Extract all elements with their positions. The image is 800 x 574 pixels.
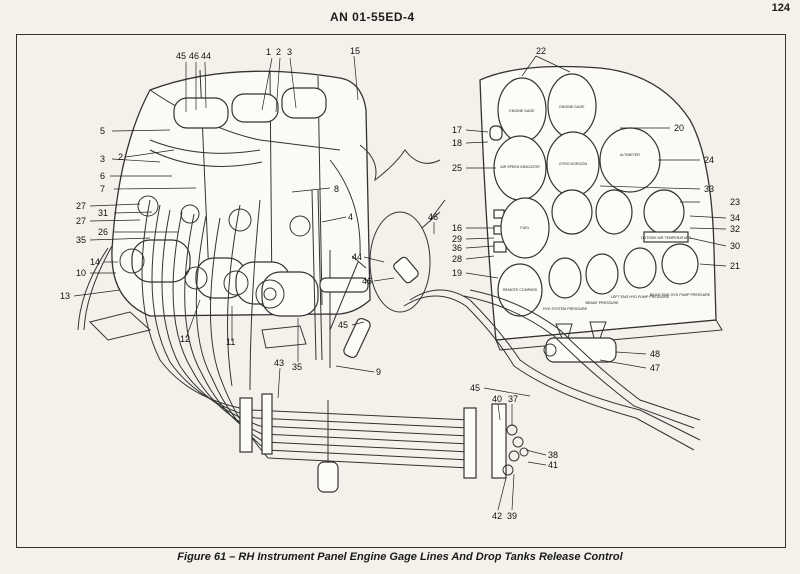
document-id: AN 01-55ED-4	[330, 10, 415, 24]
svg-text:GYRO HORIZON: GYRO HORIZON	[559, 162, 588, 166]
callout-45b: 45	[338, 320, 348, 330]
callout-41: 41	[548, 460, 558, 470]
gauge-remote-compass: REMOTE COMPASS	[497, 263, 543, 317]
callout-14: 14	[90, 257, 100, 267]
callout-11: 11	[226, 337, 235, 347]
callout-26: 26	[98, 227, 108, 237]
callout-22: 22	[536, 46, 546, 56]
svg-text:ALTIMETER: ALTIMETER	[620, 153, 640, 157]
callout-23: 23	[730, 197, 740, 207]
callout-19: 19	[452, 268, 462, 278]
callout-30: 30	[730, 241, 740, 251]
callout-18: 18	[452, 138, 462, 148]
callout-25: 25	[452, 163, 462, 173]
callout-3: 3	[287, 47, 292, 57]
callout-35b: 35	[292, 362, 302, 372]
callout-48: 48	[650, 349, 660, 359]
callout-7: 7	[100, 184, 105, 194]
callout-1: 1	[266, 47, 271, 57]
gauge-air-speed-indicator: AIR SPEED INDICATOR	[493, 135, 547, 201]
gauge-small-2	[595, 189, 633, 235]
svg-text:RIGHT ENG HYD PUMP PRESSURE: RIGHT ENG HYD PUMP PRESSURE	[650, 293, 711, 297]
callout-21: 21	[730, 261, 740, 271]
gauge-left-eng-hyd-pump-pressure: LEFT ENG HYD PUMP PRESSURE	[611, 247, 670, 299]
callout-27: 27	[76, 201, 86, 211]
svg-text:HYD SYSTEM PRESSURE: HYD SYSTEM PRESSURE	[543, 307, 588, 311]
outside-air-temp-placard-text: OUTSIDE AIR TEMPERATURE	[641, 236, 692, 240]
callout-labels: 45 46 44 1 2 3 15 5 2 3 6 7 8 27 31 27 2…	[60, 46, 740, 521]
callout-2: 2	[276, 47, 281, 57]
callout-27b: 27	[76, 216, 86, 226]
gauge-small-3	[643, 189, 685, 235]
page-number: 124	[771, 2, 790, 14]
svg-text:ENGINE GAGE: ENGINE GAGE	[509, 109, 535, 113]
gauge-altimeter: ALTIMETER	[599, 127, 661, 193]
callout-9: 9	[376, 367, 381, 377]
gauge-gyro-horizon: GYRO HORIZON	[546, 131, 600, 197]
callout-28: 28	[452, 254, 462, 264]
callout-4: 4	[348, 212, 353, 222]
gauge-brake-pressure: BRAKE PRESSURE	[585, 253, 620, 305]
callout-46c: 46	[362, 276, 372, 286]
callout-36: 36	[452, 243, 462, 253]
callout-3b: 3	[100, 154, 105, 164]
callout-34: 34	[730, 213, 740, 223]
gauge-right-eng-hyd-pump-pressure: RIGHT ENG HYD PUMP PRESSURE	[650, 243, 711, 297]
callout-33: 33	[704, 184, 714, 194]
gauge-hyd-system-pressure: HYD SYSTEM PRESSURE	[543, 257, 588, 311]
instrument-gauges: ENGINE GAGE ENGINE GAGE AIR SPEED INDICA…	[493, 73, 711, 317]
gauge-fuel: FUEL	[500, 197, 550, 259]
callout-13: 13	[60, 291, 70, 301]
callout-15: 15	[350, 46, 360, 56]
callout-46b: 46	[428, 212, 438, 222]
svg-text:ENGINE GAGE: ENGINE GAGE	[559, 105, 585, 109]
callout-37: 37	[508, 394, 518, 404]
callout-29: 29	[452, 234, 462, 244]
callout-2b: 2	[118, 152, 123, 162]
gauge-engine-gage-left: ENGINE GAGE	[497, 77, 547, 143]
svg-text:LEFT ENG HYD PUMP PRESSURE: LEFT ENG HYD PUMP PRESSURE	[611, 295, 670, 299]
engine-gage-lines-assembly	[77, 69, 529, 493]
callout-35: 35	[76, 235, 86, 245]
callout-16: 16	[452, 223, 462, 233]
callout-43: 43	[274, 358, 284, 368]
callout-20: 20	[674, 123, 684, 133]
gauge-engine-gage-right: ENGINE GAGE	[547, 73, 597, 139]
callout-10: 10	[76, 268, 86, 278]
callout-8: 8	[334, 184, 339, 194]
callout-31: 31	[98, 208, 108, 218]
callout-38: 38	[548, 450, 558, 460]
drop-tank-release-control	[403, 289, 701, 451]
callout-6: 6	[100, 171, 105, 181]
figure-frame	[16, 34, 786, 548]
callout-32: 32	[730, 224, 740, 234]
outside-air-temp-placard	[643, 231, 689, 243]
callout-46: 46	[189, 51, 199, 61]
svg-text:FUEL: FUEL	[520, 226, 529, 230]
callout-24: 24	[704, 155, 714, 165]
callout-44b: 44	[352, 252, 362, 262]
callout-47: 47	[650, 363, 660, 373]
figure-caption: Figure 61 – RH Instrument Panel Engine G…	[177, 551, 623, 563]
callout-45: 45	[176, 51, 186, 61]
callout-42: 42	[492, 511, 502, 521]
gauge-small-1	[551, 189, 593, 235]
callout-12: 12	[180, 334, 190, 344]
callout-leader-lines	[73, 55, 727, 511]
callout-5: 5	[100, 126, 105, 136]
callout-17: 17	[452, 125, 462, 135]
callout-45c: 45	[470, 383, 480, 393]
callout-40: 40	[492, 394, 502, 404]
callout-44: 44	[201, 51, 211, 61]
svg-text:BRAKE PRESSURE: BRAKE PRESSURE	[586, 301, 620, 305]
svg-text:REMOTE COMPASS: REMOTE COMPASS	[503, 288, 538, 292]
callout-39: 39	[507, 511, 517, 521]
svg-text:AIR SPEED INDICATOR: AIR SPEED INDICATOR	[500, 165, 540, 169]
